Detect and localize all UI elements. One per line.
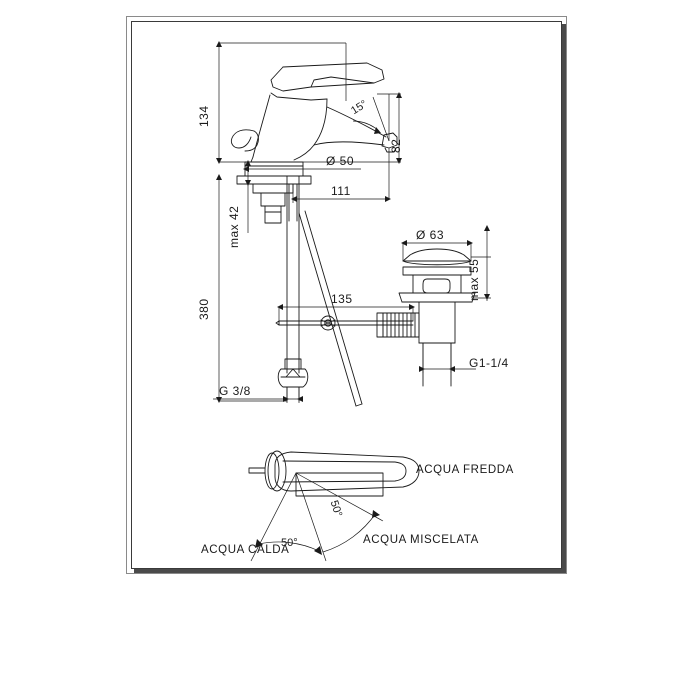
dim-g114 xyxy=(419,343,476,373)
dim-label-380: 380 xyxy=(197,298,211,320)
frame-shadow-bottom xyxy=(134,569,566,573)
dim-diameter-50 xyxy=(243,166,361,172)
lever-rotation-diagram xyxy=(248,450,420,562)
dim-380 xyxy=(216,174,287,403)
dim-label-diameter-50: Ø 50 xyxy=(326,154,355,168)
dim-max42 xyxy=(237,160,279,233)
dim-label-max42: max 42 xyxy=(227,205,241,248)
dim-g38 xyxy=(213,387,303,403)
dim-diameter-63 xyxy=(401,240,473,261)
dim-111 xyxy=(291,148,391,203)
supply-tubes xyxy=(286,175,300,374)
label-acqua-fredda: ACQUA FREDDA xyxy=(416,464,514,476)
popup-lift-rod xyxy=(298,210,363,407)
dim-label-134: 134 xyxy=(197,105,211,127)
label-acqua-miscelata: ACQUA MISCELATA xyxy=(363,534,479,546)
dim-label-diameter-63: Ø 63 xyxy=(416,228,445,242)
angle-label-left-50: 50° xyxy=(281,537,298,549)
drawing-geometry xyxy=(230,62,476,407)
dim-angle-15 xyxy=(352,94,390,142)
popup-waste-assembly xyxy=(376,248,476,387)
drawing-canvas: 134 max 42 380 Ø 50 111 82 15° 135 G 3/8… xyxy=(131,21,562,569)
dim-label-max55: max 55 xyxy=(467,258,481,301)
dim-max55 xyxy=(471,225,491,301)
dim-label-135: 135 xyxy=(331,292,353,306)
faucet-body-outline xyxy=(230,62,398,163)
dim-134 xyxy=(216,41,346,164)
dim-label-111: 111 xyxy=(331,184,351,198)
dimension-lines xyxy=(213,41,491,403)
dim-135 xyxy=(277,304,415,325)
dim-label-g38: G 3/8 xyxy=(219,384,251,398)
dim-label-g114: G1-1/4 xyxy=(469,356,509,370)
drawing-frame-inner xyxy=(131,21,562,569)
label-acqua-calda: ACQUA CALDA xyxy=(201,544,290,556)
dim-label-82: 82 xyxy=(389,138,403,153)
frame-shadow-right xyxy=(562,24,566,572)
